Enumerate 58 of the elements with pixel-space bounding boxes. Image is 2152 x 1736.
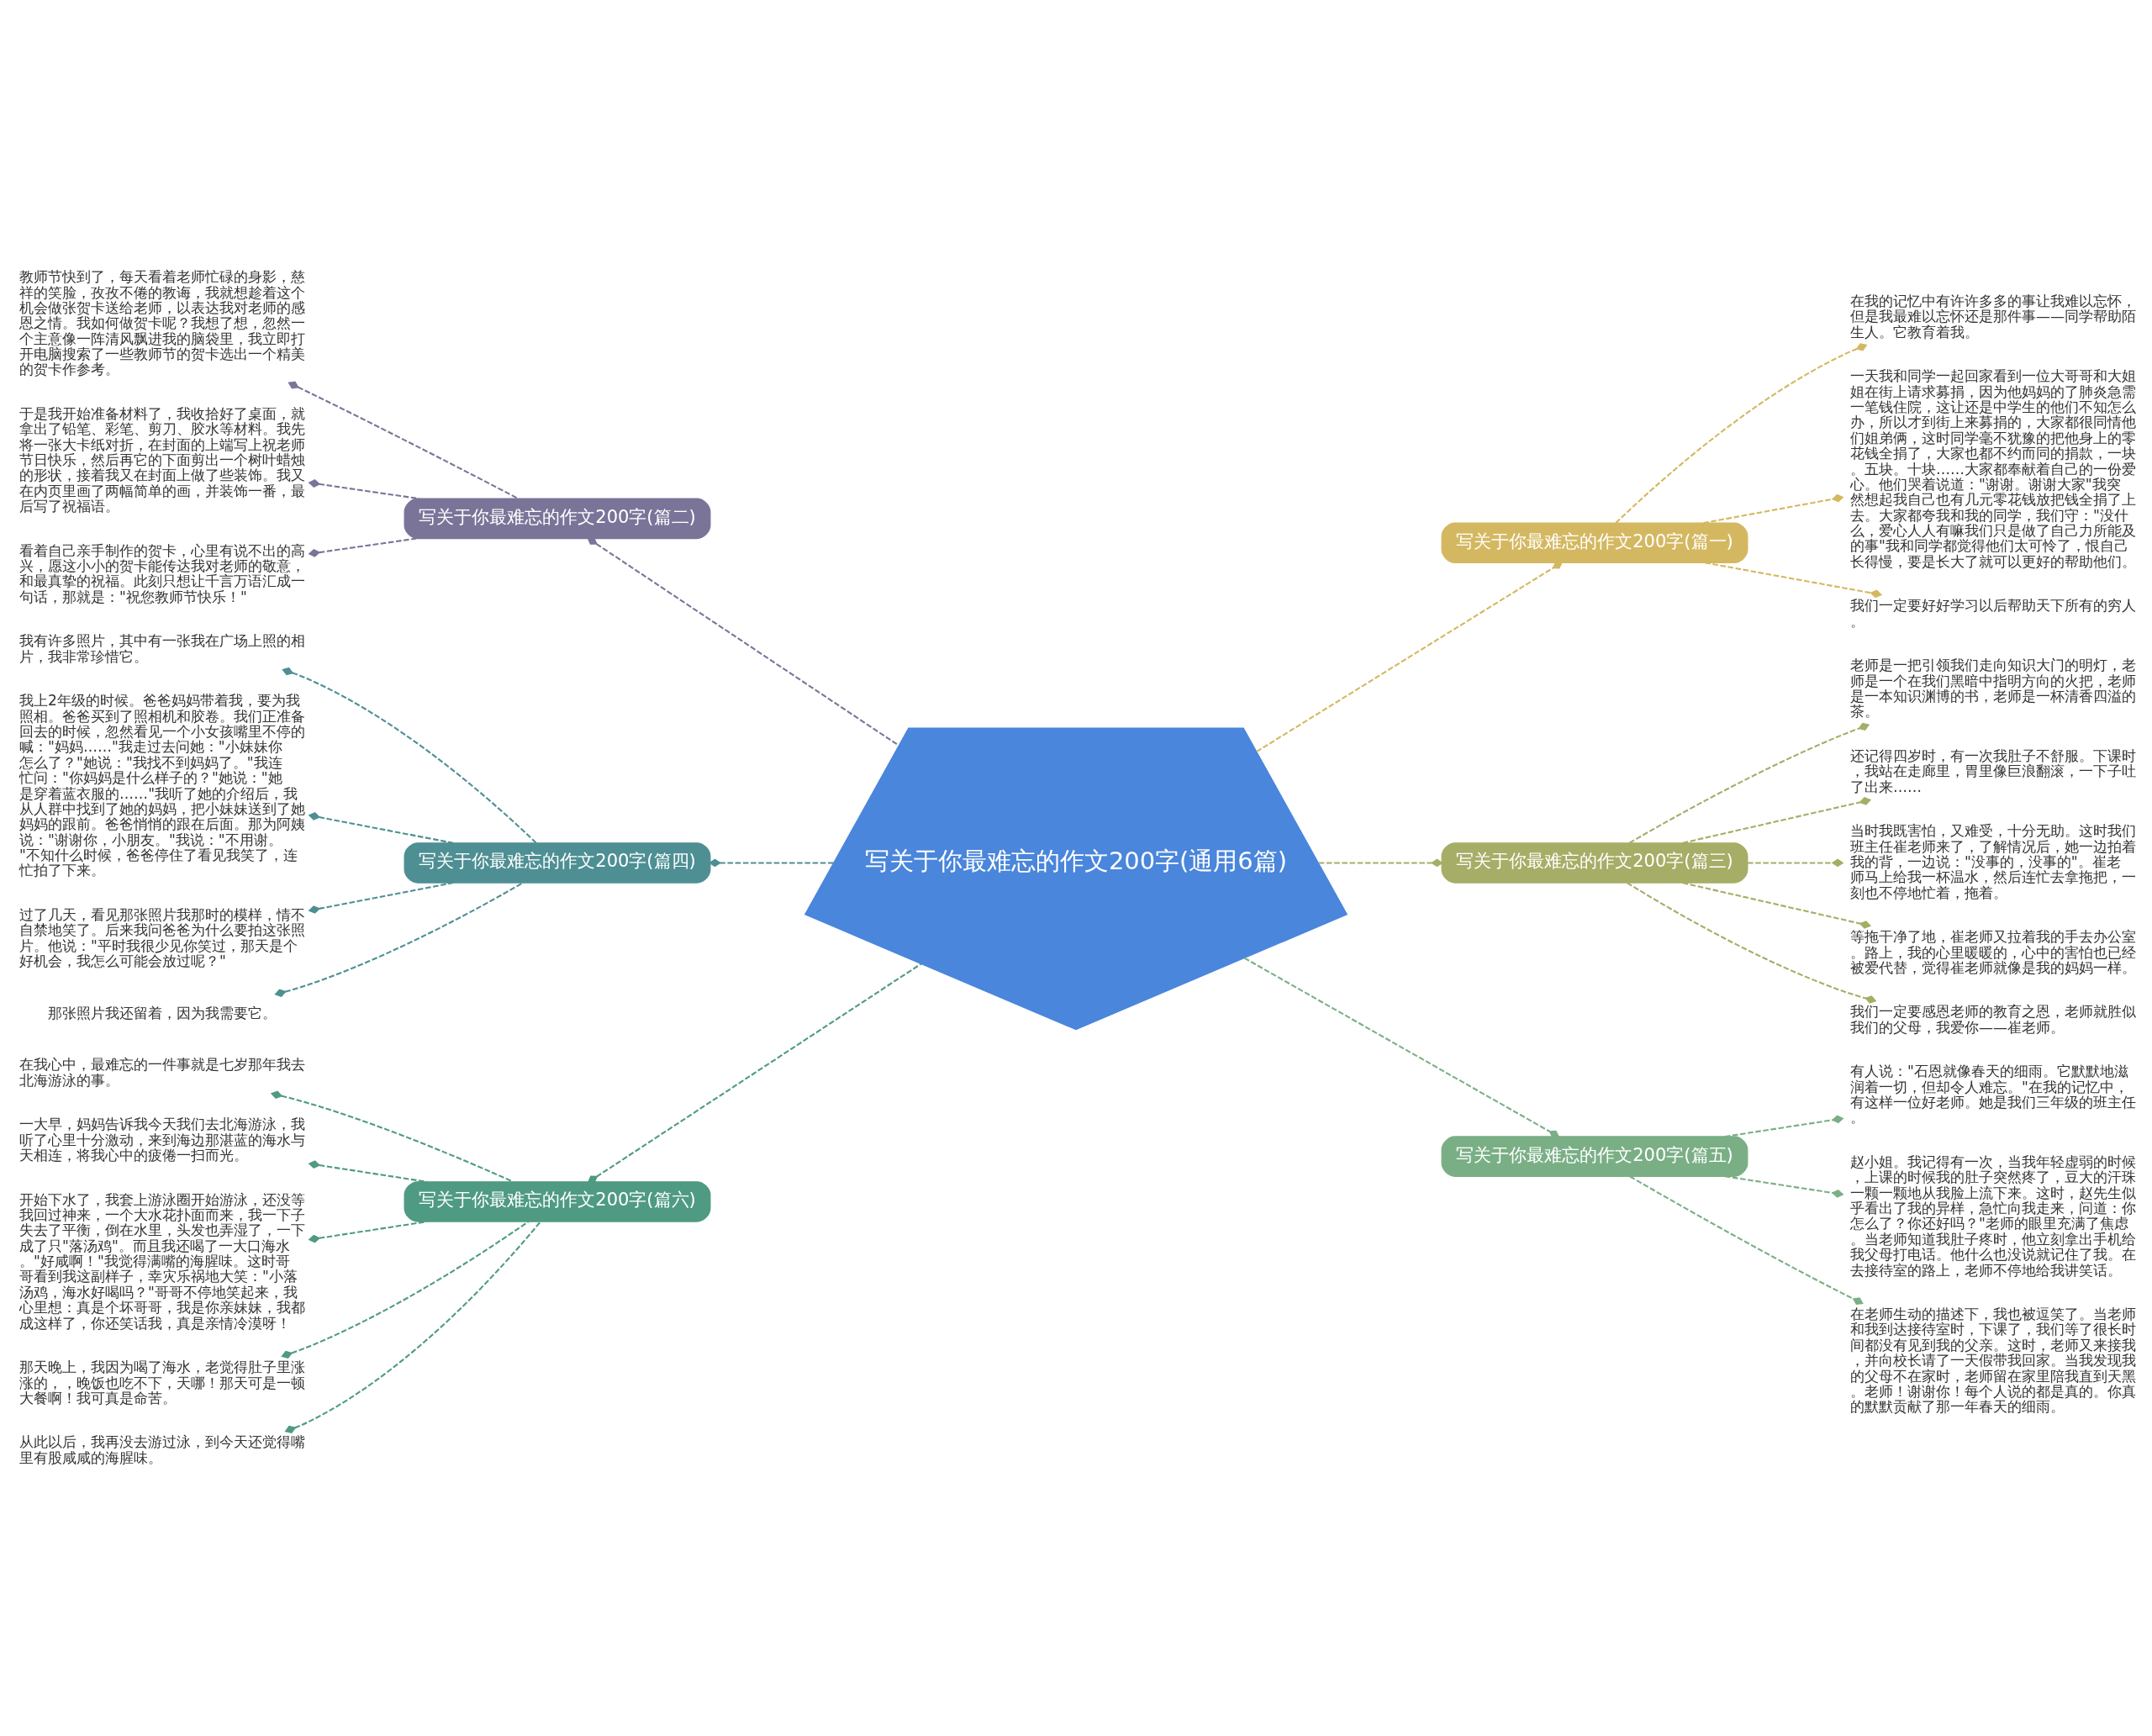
- node-text: 一天我和同学一起回家看到一位大哥哥和大姐姐在街上请求募捐，因为他妈妈的了肺炎急需一笔钱住院，这让还是中学生的他们不知怎么办，所以才到街上来募捐的，大家都很同情他们姐弟俩，这时同学毫不犹豫的把他身上的零花钱全捐了，大家也都不约而同的捐款，一块。五块。十块……大家都奉献着自己的一份爱心。他们哭着说道："谢谢。谢谢大家"我突然想起我自己也有几元零花钱放把钱全捐了上去。大家都夸我和我的同学，我们守："没什么，爱心人人有嘛我们只是做了自己力所能及的事"我和同学都觉得他们太可怜了，恨自己长得慢，要是长大了就可以更好的帮助他们。: [1849, 367, 2136, 570]
- node-text: 从此以后，我再没去游过泳，到今天还觉得嘴里有股咸咸的海腥味。: [19, 1433, 306, 1466]
- node-text: 我们一定要感恩老师的教育之恩，老师就胜似我们的父母，我爱你——崔老师。: [1849, 1002, 2136, 1036]
- connector: [1703, 493, 1844, 524]
- connector: [1318, 858, 1443, 867]
- node-box: 写关于你最难忘的作文200字(篇六): [404, 1180, 711, 1222]
- connector: [1724, 1174, 1844, 1198]
- connector: [308, 1159, 427, 1183]
- connector: [308, 881, 454, 914]
- connector: [270, 1090, 514, 1183]
- node-text: 等拖干净了地，崔老师又拉着我的手去办公室。路上，我的心里暖暖的，心中的害怕也已经被爱代替，觉得崔老师就像是我的妈妈一样。: [1849, 927, 2136, 976]
- node-text: 当时我既害怕，又难受，十分无助。这时我们班主任崔老师来了，了解情况后，她一边拍着我的背，一边说："没事的，没事的"。崔老师马上给我一杯温水，然后连忙去拿拖把，一刻也不停地忙着，拖着。: [1849, 821, 2136, 901]
- node-text: 一大早，妈妈告诉我今天我们去北海游泳，我听了心里十分激动，来到海边那湛蓝的海水与天相连，将我心中的疲倦一扫而光。: [19, 1115, 306, 1163]
- node-text: 于是我开始准备材料了，我收拾好了桌面，就拿出了铅笔、彩笔、剪刀、胶水等材料。我先将一张大卡纸对折，在封面的上端写上祝老师节日快乐，然后再它的下面剪出一个树叶蜡烛的形状，接着我又在封面上做了些装饰。我又在内页里画了两幅简单的画，并装饰一番，最后写了祝福语。: [19, 404, 306, 514]
- node-box: 写关于你最难忘的作文200字(篇五): [1441, 1135, 1748, 1177]
- connector: [587, 963, 922, 1183]
- node-box: 写关于你最难忘的作文200字(篇四): [404, 842, 711, 884]
- node-text: 看着自己亲手制作的贺卡，心里有说不出的高兴，愿这小小的贺卡能传达我对老师的敬意，和最真挚的祝福。此刻只想让千言万语汇成一句话，那就是："祝您教师节快乐！": [19, 541, 306, 605]
- node-text: 在我心中，最难忘的一件事就是七岁那年我去北海游泳的事。: [19, 1055, 306, 1089]
- node-text: 老师是一把引领我们走向知识大门的明灯，老师是一个在我们黑暗中指明方向的火把，老师是一本知识渊博的书，老师是一杯清香四溢的茶。: [1849, 656, 2136, 720]
- connector: [281, 1220, 530, 1359]
- connector: [284, 1220, 541, 1433]
- node-box: 写关于你最难忘的作文200字(篇三): [1441, 842, 1748, 884]
- node-text: 教师节快到了，每天看着老师忙碌的身影，慈祥的笑脸，孜孜不倦的教诲，我就想趁着这个机会做张贺卡送给老师，以表达我对老师的感恩之情。我如何做贺卡呢？我想了想，忽然一个主意像一阵清风飘进我的脑袋里，我立即打开电脑搜索了一些教师节的贺卡选出一个精美的贺卡作参考。: [19, 267, 306, 377]
- connector: [1628, 722, 1870, 843]
- node-text: 那天晚上，我因为喝了海水，老觉得肚子里涨涨的，，晚饭也吃不下，天哪！那天可是一顿大餐啊！我可真是命苦。: [19, 1358, 306, 1406]
- connector: [709, 858, 834, 867]
- node-text: 有人说："石恩就像春天的细雨。它默默地滋润着一切，但却令人难忘。"在我的记忆中，有这样一位好老师。她是我们三年级的班主任。: [1849, 1062, 2136, 1126]
- connector: [1724, 1114, 1844, 1137]
- node-text: 赵小姐。我记得有一次，当我年轻虚弱的时候，上课的时候我的肚子突然疼了，豆大的汗珠一颗一颗地从我脸上流下来。这时，赵先生似乎看出了我的异样，急忙向我走来，问道：你怎么了？你还好吗？"老师的眼里充满了焦虑。当老师知道我肚子疼时，他立刻拿出手机给我父母打电话。他什么也没说就记住了我。在去接待室的路上，老师不停地给我讲笑话。: [1849, 1153, 2136, 1279]
- connector: [1627, 881, 1877, 1004]
- connector: [1629, 1175, 1864, 1305]
- connector: [1615, 342, 1868, 524]
- connector: [1682, 881, 1872, 929]
- connector: [1705, 561, 1883, 598]
- node-text: 还记得四岁时，有一次我肚子不舒服。下课时，我站在走廊里，胃里像巨浪翻滚，一下子吐了出来……: [1849, 747, 2136, 795]
- connector: [282, 667, 537, 843]
- node-text: 我上2年级的时候。爸爸妈妈带着我，要为我照相。爸爸买到了照相机和胶卷。我们正准备回去的时候，忽然看见一个小女孩嘴里不停的喊："妈妈……"我走过去问她："小妹妹你怎么了？"她说："我找不到妈妈了。"我连忙问："你妈妈是什么样子的？"她说："她是穿着蓝衣服的……"我听了她的介绍后，我从人群中找到了她的妈妈，把小妹妹送到了她妈妈的跟前。爸爸悄悄的跟在后面。那为阿姨说："谢谢你，小朋友。"我说："不用谢。"不知什么时候，爸爸停住了看见我笑了，连忙拍了下来。: [19, 691, 306, 879]
- connector: [1256, 561, 1564, 752]
- connector: [308, 1220, 427, 1243]
- node-text: 在老师生动的描述下，我也被逗笑了。当老师和我到达接待室时，下课了，我们等了很长时间都没有见到我的父亲。这时，老师又来接我，并向校长请了一天假带我回家。当我发现我的父母不在家时，老师留在家里陪我直到天黑。老师！谢谢你！每个人说的都是真的。你真的默默贡献了那一年春天的细雨。: [1849, 1305, 2136, 1415]
- connector: [308, 537, 418, 557]
- node-text: 在我的记忆中有许许多多的事让我难以忘怀，但是我最难以忘怀还是那件事——同学帮助陌生人。它教育着我。: [1849, 292, 2136, 340]
- node-text: 那张照片我还留着，因为我需要它。: [47, 1004, 277, 1021]
- node-text: 我有许多照片，其中有一张我在广场上照的相片，我非常珍惜它。: [19, 631, 306, 665]
- connector: [587, 537, 899, 746]
- node-box: 写关于你最难忘的作文200字(篇二): [404, 498, 711, 539]
- connector: [274, 881, 524, 997]
- connector: [1682, 796, 1872, 844]
- connector: [308, 811, 454, 844]
- node-text: 开始下水了，我套上游泳圈开始游泳，还没等我回过神来，一个大水花扑面而来，我一下子失去了平衡，倒在水里，头发也弄湿了，一下成了只"落汤鸡"。而且我还喝了一大口海水。"好咸啊！"我觉得满嘴的海腥味。这时哥哥看到我这副样子，幸灾乐祸地大笑："小落汤鸡，海水好喝吗？"哥哥不停地笑起来，我心里想：真是个坏哥哥，我是你亲妹妹，我都成这样了，你还笑话我，真是亲情冷漠呀！: [19, 1190, 306, 1332]
- node-box: 写关于你最难忘的作文200字(篇一): [1441, 521, 1748, 563]
- connector: [287, 381, 519, 499]
- node-text: 我们一定要好好学习以后帮助天下所有的穷人。: [1849, 596, 2136, 630]
- connector: [308, 478, 420, 499]
- connector: [1243, 957, 1560, 1137]
- node-text: 过了几天，看见那张照片我那时的模样，情不自禁地笑了。后来我问爸爸为什么要拍这张照片。他说："平时我很少见你笑过，那天是个好机会，我怎么可能会放过呢？": [19, 905, 306, 969]
- connector: [1748, 858, 1844, 867]
